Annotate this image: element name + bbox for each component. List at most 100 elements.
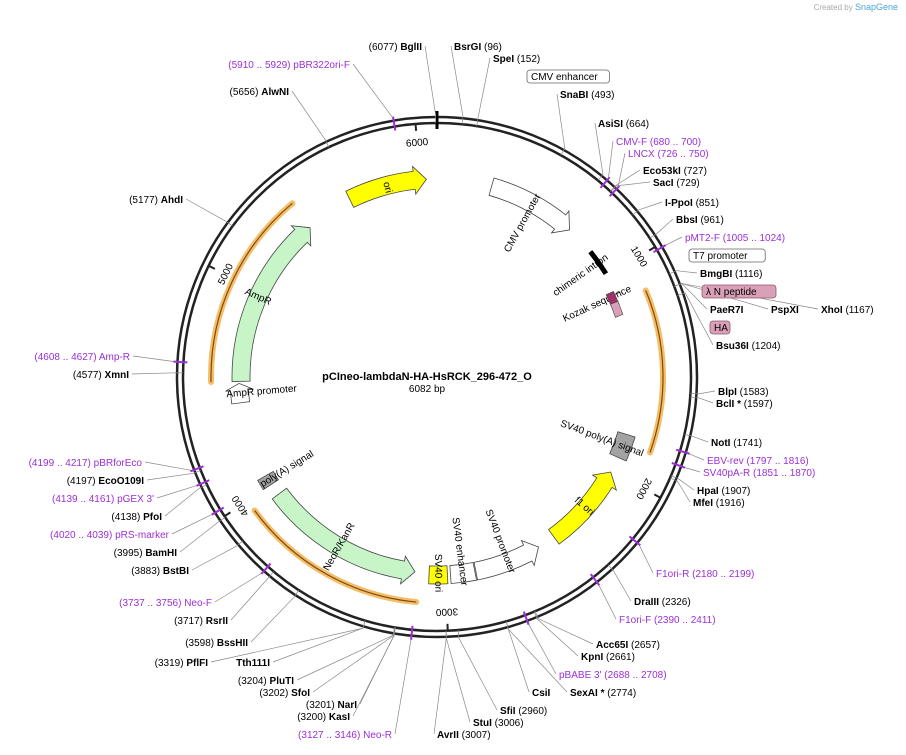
- site-name: SpeI: [493, 54, 514, 65]
- site-label-xmni: (4577) XmnI: [73, 370, 129, 381]
- boxed-label-frame-t7-promoter: [688, 248, 766, 263]
- feature-poly-a-signal-label: poly(A) signal: [258, 449, 315, 490]
- site-coord: (4138): [111, 512, 140, 523]
- site-coord: (2774): [607, 688, 636, 699]
- site-coord: (4197): [67, 476, 96, 487]
- leader-line: [185, 198, 233, 227]
- leader-line: [131, 372, 184, 375]
- site-coord: (4139 .. 4161): [52, 494, 114, 505]
- site-name: Tth111I: [236, 658, 270, 669]
- site-coord: (680 .. 700): [650, 137, 701, 148]
- site-name: BclI *: [716, 399, 741, 410]
- site-coord: (3200): [297, 712, 326, 723]
- site-name: Eco53kI: [643, 166, 681, 177]
- site-label-csii: CsiI: [532, 688, 551, 699]
- site-label-bcli: BclI * (1597): [716, 399, 773, 410]
- tag-label-frame-ha: [709, 320, 731, 335]
- site-label-ahdi: (5177) AhdI: [129, 195, 183, 206]
- feature-kozak-sequence-label: Kozak sequence: [561, 284, 633, 325]
- site-coord: (961): [700, 215, 723, 226]
- feature-sv40-promoter: [473, 539, 539, 581]
- tick-mark: [414, 123, 418, 131]
- site-name: CMV-F: [616, 137, 647, 148]
- site-label-neo-f: (3737 .. 3756) Neo-F: [119, 598, 212, 609]
- highlight-arc-core: [254, 510, 417, 603]
- tick-label: 3000: [435, 605, 458, 617]
- site-coord: (3127 .. 3146): [298, 730, 360, 741]
- site-label-stui: StuI (3006): [473, 718, 524, 729]
- site-label-tth111i: Tth111I: [236, 658, 270, 669]
- site-name: SexAI *: [570, 688, 605, 699]
- leader-line: [250, 589, 300, 643]
- site-coord: (727): [684, 166, 707, 177]
- leader-line: [210, 620, 366, 663]
- leader-line: [669, 477, 691, 503]
- site-label-snabi: SnaBI (493): [560, 90, 614, 101]
- leader-line: [670, 475, 695, 491]
- primer-marker: [653, 244, 667, 253]
- feature-sv40-enhancer: [449, 562, 478, 584]
- site-label-amp-r: (4608 .. 4627) Amp-R: [34, 352, 130, 363]
- site-name: BamHI: [145, 548, 177, 559]
- site-label-nari: (3201) NarI: [306, 700, 357, 711]
- feature-ampr: [231, 225, 312, 382]
- site-label-pluti: (3204) PluTI: [238, 676, 294, 687]
- site-label-alwni: (5656) AlwNI: [230, 87, 290, 98]
- site-label-prs-marker: (4020 .. 4039) pRS-marker: [50, 530, 170, 541]
- site-coord: (2960): [518, 706, 547, 717]
- site-name: AsiSI: [598, 119, 623, 130]
- site-name: RsrII: [206, 616, 228, 627]
- site-coord: (5910 .. 5929): [228, 60, 290, 71]
- leader-line: [352, 63, 396, 127]
- site-label-lncx: LNCX (726 .. 750): [628, 149, 709, 160]
- feature-sv40-ori-label: SV40 ori: [432, 554, 443, 592]
- site-label-bbsi: BbsI (961): [676, 215, 724, 226]
- site-coord: (1167): [845, 305, 873, 316]
- site-coord: (664): [626, 119, 649, 130]
- site-coord: (3995): [114, 548, 143, 559]
- site-name: F1ori-F: [619, 615, 651, 626]
- site-name: SV40pA-R: [703, 468, 750, 479]
- site-name: AlwNI: [261, 87, 289, 98]
- site-name: BbsI: [676, 215, 698, 226]
- site-name: EcoO109I: [98, 476, 144, 487]
- primer-marker: [675, 448, 690, 455]
- site-label-blpi: BlpI (1583): [718, 387, 769, 398]
- site-coord: (1907): [721, 486, 750, 497]
- tick-mark: [653, 493, 661, 499]
- site-label-acc65i: Acc65I (2657): [596, 640, 660, 651]
- tick-label: 2000: [633, 476, 653, 501]
- site-label-spei: SpeI (152): [493, 54, 540, 65]
- leader-line: [450, 45, 464, 125]
- highlight-layer: [208, 200, 666, 606]
- site-label-sv40pa-r: SV40pA-R (1851 .. 1870): [703, 468, 815, 479]
- site-label-pmt2-f: pMT2-F (1005 .. 1024): [685, 233, 785, 244]
- site-coord: (851): [696, 198, 719, 209]
- feature-ori-label: ori: [380, 181, 393, 195]
- site-name: PflFI: [186, 658, 208, 669]
- plasmid-name: pCIneo-lambdaN-HA-HsRCK_296-472_O: [322, 371, 532, 383]
- site-label-asisi: AsiSI (664): [598, 119, 649, 130]
- site-coord: (1005 .. 1024): [723, 233, 785, 244]
- tick-mark: [208, 264, 216, 270]
- site-name: BsrGI: [454, 42, 481, 53]
- site-name: BlpI: [718, 387, 737, 398]
- leader-line: [669, 270, 698, 275]
- site-coord: (2657): [631, 640, 660, 651]
- primer-marker: [190, 465, 204, 473]
- site-name: PspXI: [771, 305, 799, 316]
- site-name: Amp-R: [99, 352, 130, 363]
- highlight-arc-core: [210, 202, 293, 383]
- leader-line: [394, 629, 413, 735]
- feature-chimeric-intron: [588, 250, 609, 275]
- leader-line: [524, 615, 557, 675]
- site-name: HpaI: [697, 486, 719, 497]
- site-name: pBR322ori-F: [293, 60, 350, 71]
- site-coord: (2326): [662, 597, 691, 608]
- site-coord: (3006): [495, 718, 524, 729]
- site-label-f1ori-f: F1ori-F (2390 .. 2411): [619, 615, 716, 626]
- site-name: PaeR7I: [710, 305, 744, 316]
- feature-ampr-promoter: [225, 382, 254, 405]
- feature-cmv-promoter: [488, 177, 570, 234]
